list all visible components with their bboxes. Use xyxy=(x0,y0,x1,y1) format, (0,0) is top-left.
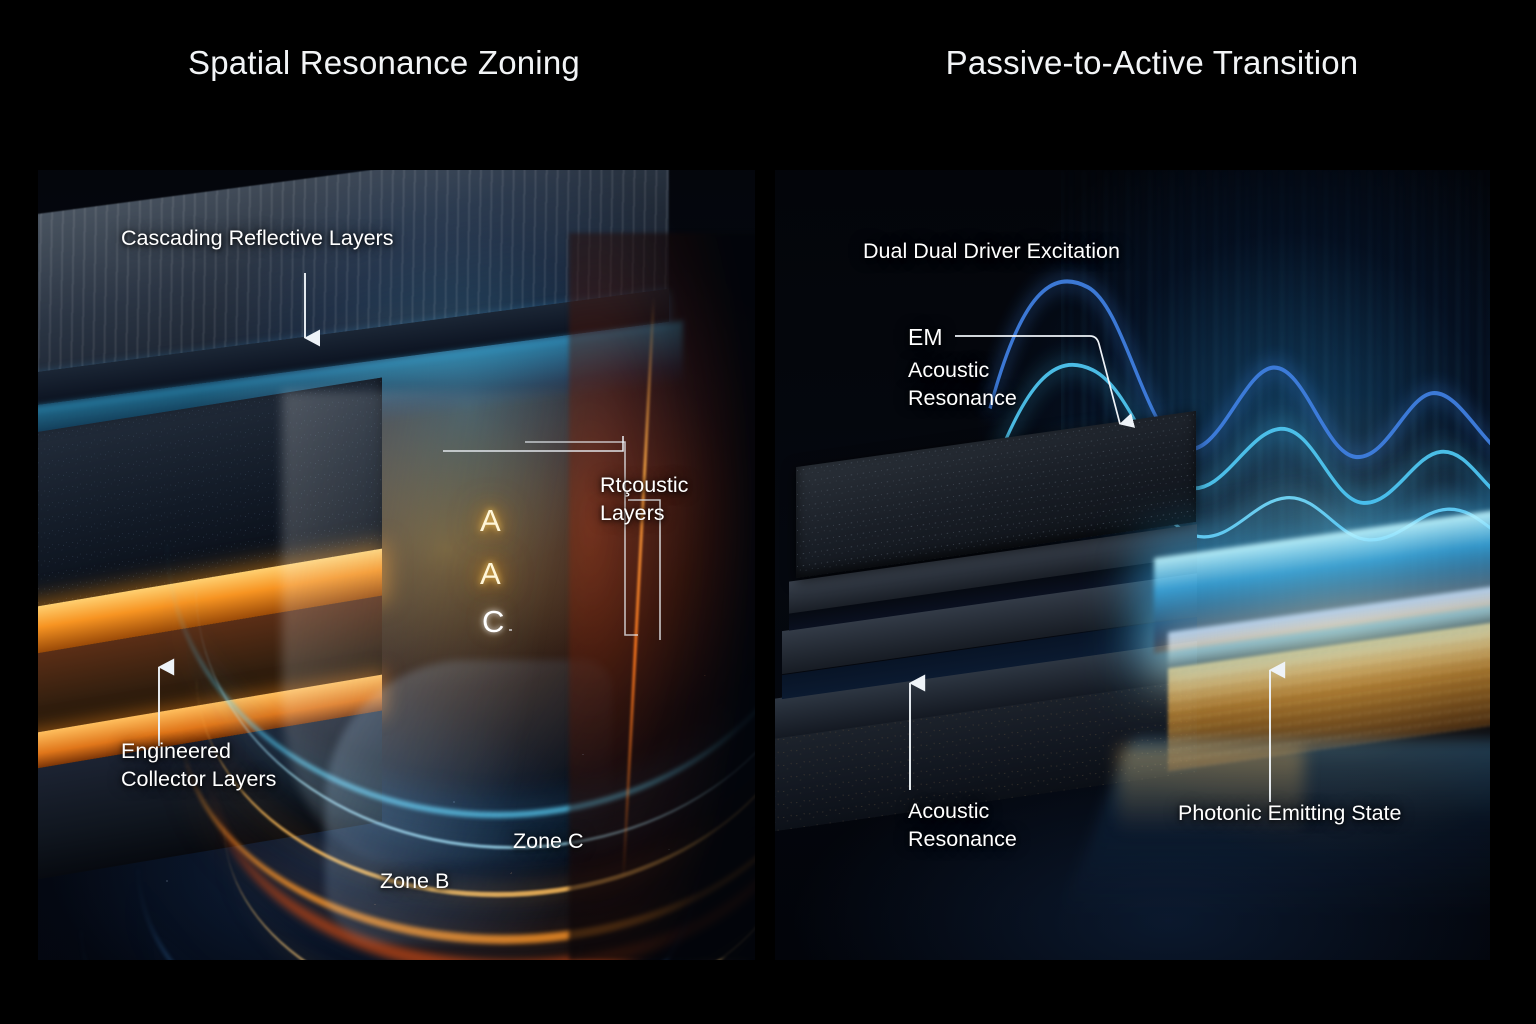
translucent-wavefront-sheet-lower xyxy=(324,659,612,945)
panel-title-right: Passive-to-Active Transition xyxy=(945,44,1359,81)
panel-spatial-resonance-zoning xyxy=(38,170,755,960)
cut-face-shadow xyxy=(568,233,755,960)
panel-passive-to-active-transition xyxy=(775,170,1490,960)
floor-gold-reflection xyxy=(1118,746,1305,858)
panel-title-left: Spatial Resonance Zoning xyxy=(188,44,580,81)
